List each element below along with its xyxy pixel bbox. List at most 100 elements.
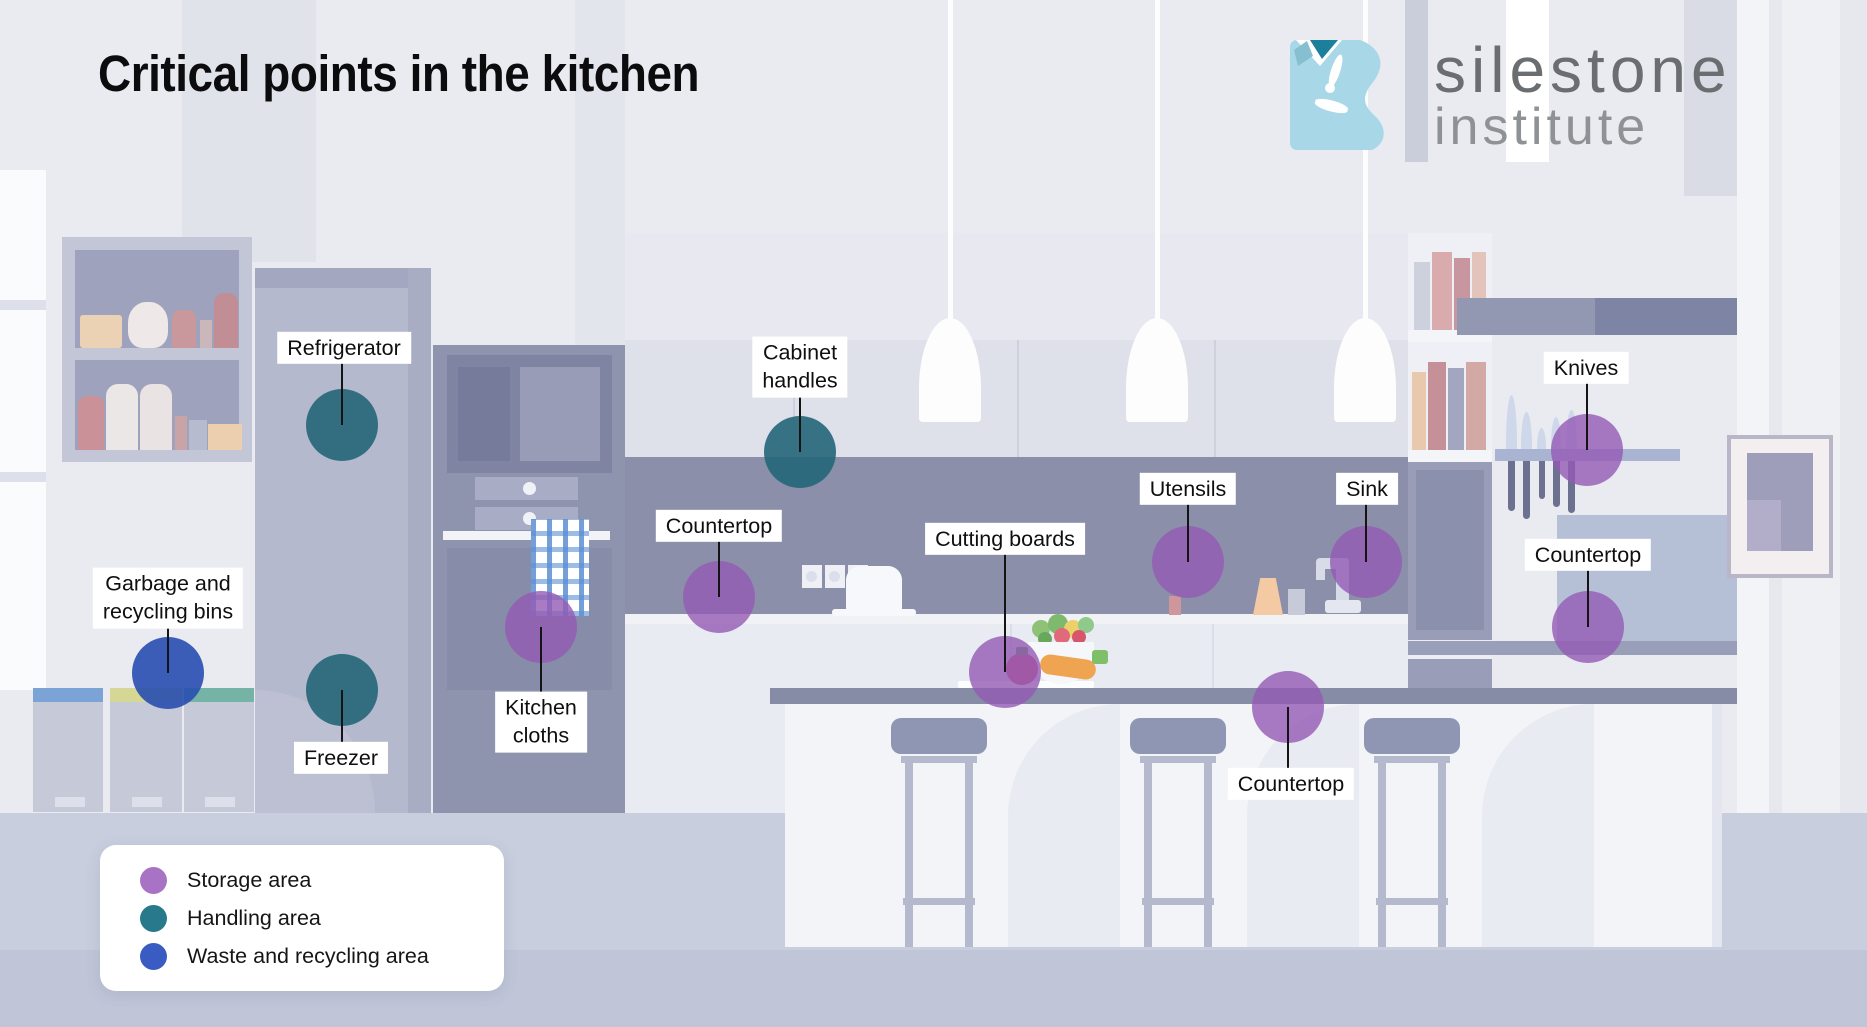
stool-seat (891, 718, 987, 754)
stool-rung (903, 898, 975, 905)
countertop-surface (625, 614, 1412, 624)
wall-band (625, 233, 1412, 340)
towel-rail (443, 531, 610, 540)
oven-control-bar (475, 477, 578, 500)
brand-subname: institute (1434, 98, 1650, 157)
marker-label-countertop-right: Countertop (1524, 538, 1652, 572)
wall-panel (1405, 0, 1428, 162)
wall-column (1737, 0, 1769, 813)
garbage-bin (110, 702, 182, 812)
lamp-cord (948, 0, 953, 322)
utensil-jar (1169, 596, 1181, 615)
stool-leg (1378, 763, 1386, 947)
utensil-cup (1288, 589, 1305, 615)
pendant-lamp (1334, 318, 1396, 422)
knife-blade (1521, 412, 1532, 449)
bottle (214, 293, 238, 348)
shelf-board (1408, 655, 1492, 659)
legend-swatch-handling (140, 904, 167, 932)
lower-cabinet-door (1416, 470, 1484, 630)
cabinet-seam (1214, 340, 1216, 457)
silestone-pitcher-icon (1290, 40, 1384, 150)
legend-item-storage: Storage area (140, 861, 504, 899)
lamp-cord (1363, 0, 1368, 322)
salad-melon (1072, 630, 1086, 644)
wall-shelf (1457, 298, 1595, 335)
marker-line-garbage-bins (167, 626, 169, 673)
island-edge-shade (1712, 704, 1722, 947)
legend-item-handling: Handling area (140, 899, 504, 937)
book (1466, 362, 1486, 450)
marker-label-countertop-island: Countertop (1227, 767, 1355, 801)
legend-label-waste: Waste and recycling area (187, 943, 429, 968)
stool-rung (1142, 898, 1214, 905)
wall-panel (182, 0, 316, 262)
pendant-lamp (919, 318, 981, 422)
knife-handle (1539, 461, 1545, 499)
marker-line-freezer (341, 690, 343, 744)
knife-handle (1553, 461, 1560, 507)
marker-line-knives (1586, 382, 1588, 450)
marker-line-cutting-boards (1004, 553, 1006, 672)
marker-label-freezer: Freezer (293, 741, 389, 775)
marker-line-kitchen-cloths (540, 627, 542, 692)
marker-label-sink: Sink (1336, 472, 1398, 506)
microwave-window (520, 367, 600, 461)
jar (200, 320, 212, 348)
marker-label-garbage-bins: Garbage and recycling bins (92, 567, 244, 629)
marker-label-countertop-left: Countertop (655, 509, 783, 543)
marker-line-countertop-left (718, 540, 720, 597)
jar (175, 416, 187, 450)
window (0, 170, 46, 690)
vase (128, 302, 168, 348)
marker-line-countertop-right (1587, 569, 1589, 627)
bottle (140, 384, 172, 450)
stool-rung (1376, 898, 1448, 905)
stool-plate (1140, 756, 1216, 763)
bin-pedal (55, 797, 85, 807)
book (1412, 372, 1426, 450)
stool-plate (1374, 756, 1450, 763)
shelf-board (1408, 450, 1492, 462)
knife-handle (1568, 461, 1575, 513)
legend-swatch-storage (140, 866, 167, 894)
brand-wordmark: silestone institute (1434, 34, 1732, 157)
brand-logo: silestone institute (1290, 34, 1732, 157)
jar (78, 396, 104, 450)
kettle-tray (832, 609, 916, 616)
brand-name: silestone (1434, 34, 1732, 106)
marker-line-countertop-island (1287, 707, 1289, 770)
microwave-door (458, 367, 510, 461)
refrigerator-top (255, 268, 431, 288)
legend-swatch-waste (140, 942, 167, 970)
marker-line-utensils (1187, 503, 1189, 562)
garbage-bin (184, 702, 254, 812)
garbage-bin-lid (184, 688, 254, 702)
marker-label-refrigerator: Refrigerator (277, 331, 411, 365)
lamp-cord (1155, 0, 1160, 322)
jar (189, 420, 207, 450)
knife-blade (1537, 428, 1546, 449)
stool-plate (901, 756, 977, 763)
salad-leaf (1078, 617, 1094, 633)
cabinet-seam (793, 340, 795, 457)
salad-melon (1054, 628, 1070, 644)
marker-label-knives: Knives (1543, 351, 1629, 385)
bottle (106, 384, 138, 450)
legend-item-waste: Waste and recycling area (140, 937, 504, 975)
stool-leg (1438, 763, 1446, 947)
picture-art-inner (1747, 500, 1781, 551)
book (1432, 252, 1452, 330)
refrigerator-shade (408, 268, 431, 813)
stool-leg (1144, 763, 1152, 947)
window-mullion (0, 300, 46, 310)
stool-seat (1364, 718, 1460, 754)
garbage-bin-lid (33, 688, 103, 702)
wall-panel (1506, 0, 1549, 162)
legend-label-storage: Storage area (187, 867, 312, 892)
jar (172, 310, 196, 348)
carrot-top (1092, 650, 1108, 664)
wall-panel (575, 0, 625, 345)
knife-handle (1508, 461, 1515, 511)
